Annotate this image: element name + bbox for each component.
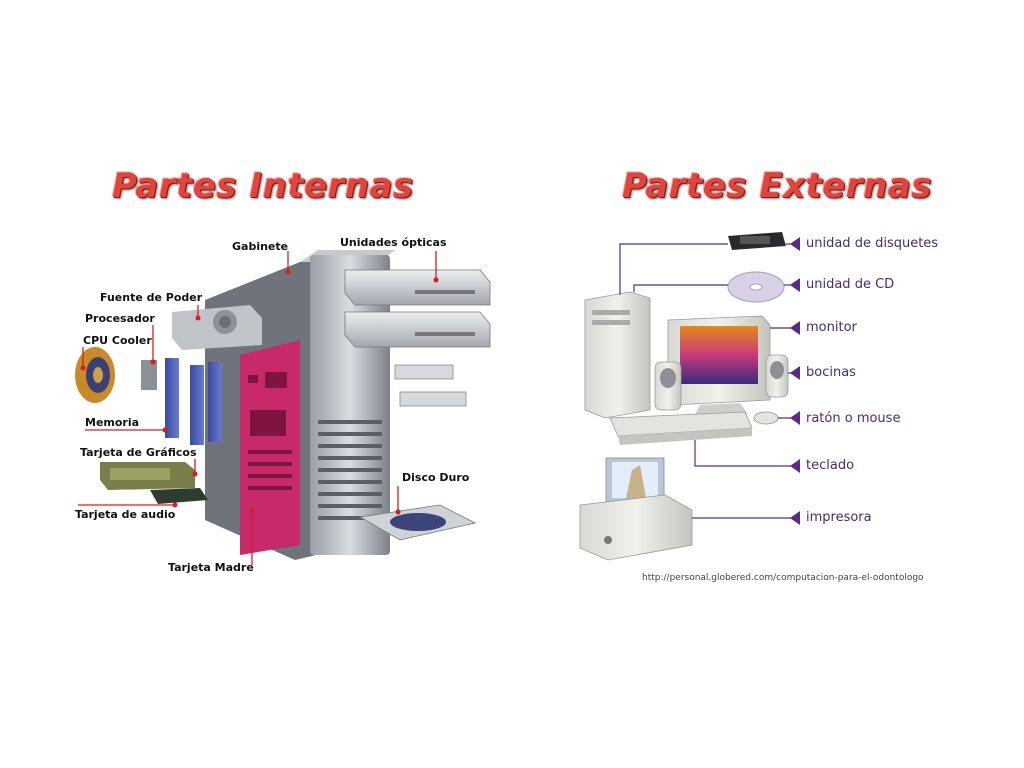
label-teclado: teclado	[806, 458, 855, 473]
hard-disk	[358, 504, 477, 541]
printer	[579, 457, 693, 561]
internal-title: Partes Internas	[112, 166, 414, 206]
small-drive-1	[394, 364, 454, 380]
monitor	[667, 315, 771, 416]
label-unidad-cd: unidad de CD	[806, 277, 895, 292]
power-supply	[172, 305, 262, 350]
internal-leader-lines	[78, 251, 437, 565]
label-unidades-opticas: Unidades ópticas	[340, 236, 447, 249]
cd-disc	[727, 271, 785, 303]
label-tarjeta-madre: Tarjeta Madre	[168, 561, 254, 574]
external-leader-arrows	[790, 237, 800, 525]
label-tarjeta-audio: Tarjeta de audio	[75, 508, 176, 521]
label-unidad-disquetes: unidad de disquetes	[806, 236, 939, 251]
graphics-card	[100, 462, 195, 490]
label-bocinas: bocinas	[806, 365, 856, 380]
mouse	[753, 411, 779, 425]
internal-leader-dots	[80, 269, 439, 515]
label-tarjeta-graficos: Tarjeta de Gráficos	[80, 446, 197, 459]
cpu-cooler	[75, 347, 115, 403]
keyboard	[609, 411, 753, 445]
label-gabinete: Gabinete	[232, 240, 289, 253]
label-disco-duro: Disco Duro	[402, 471, 470, 484]
pc-tower	[584, 291, 651, 419]
label-cpu-cooler: CPU Cooler	[83, 334, 152, 347]
external-title: Partes Externas	[622, 166, 932, 206]
label-raton: ratón o mouse	[806, 411, 901, 426]
source-url: http://personal.globered.com/computacion…	[642, 573, 924, 583]
processor-chip	[141, 360, 157, 390]
optical-drives	[344, 269, 491, 348]
label-procesador: Procesador	[85, 312, 155, 325]
speakers	[654, 354, 789, 411]
label-memoria: Memoria	[85, 416, 140, 429]
label-fuente-de-poder: Fuente de Poder	[100, 291, 203, 304]
memory-modules	[165, 358, 222, 445]
motherboard	[240, 340, 300, 555]
label-impresora: impresora	[806, 510, 872, 525]
audio-card	[150, 488, 208, 504]
floppy-drive	[728, 232, 786, 250]
label-monitor: monitor	[806, 320, 857, 335]
small-drive-2	[399, 391, 467, 407]
